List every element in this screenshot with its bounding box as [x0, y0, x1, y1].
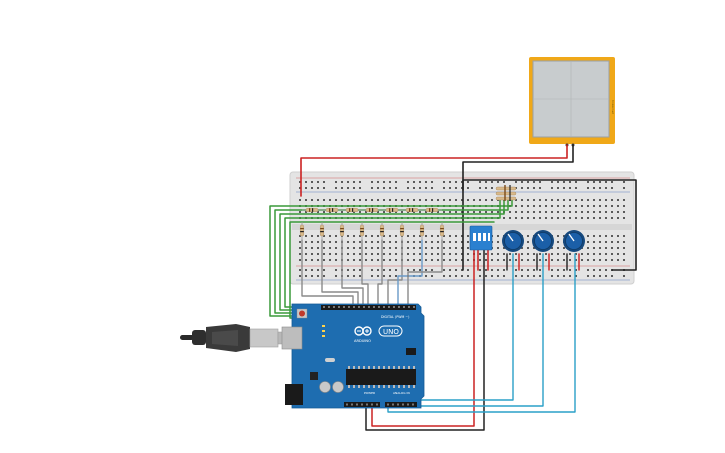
- atmega-chip: [346, 369, 416, 385]
- screen-side-label: tinkercad: [611, 100, 615, 114]
- analog-label: ANALOG IN: [393, 391, 410, 395]
- power-label: POWER: [364, 391, 375, 395]
- arduino-brand-text: ARDUINO: [354, 339, 371, 343]
- icsp-header: [406, 348, 416, 355]
- wire-gray-8[interactable]: [407, 239, 443, 307]
- wire-red-screen-power[interactable]: [300, 144, 568, 197]
- arduino-usb-port[interactable]: [281, 326, 303, 350]
- wire-gray-4[interactable]: [361, 239, 369, 307]
- potentiometer-icon: [507, 233, 514, 242]
- digital-pins[interactable]: [323, 306, 415, 308]
- reset-button[interactable]: [299, 310, 305, 317]
- dip-switch-toggle-2[interactable]: [478, 233, 481, 241]
- breadboard[interactable]: [289, 171, 635, 285]
- led-rx: [322, 335, 325, 337]
- usb-connector[interactable]: [249, 328, 279, 348]
- capacitor-2: [332, 381, 344, 393]
- resistor-v-7[interactable]: [420, 224, 425, 237]
- wire-gray-2[interactable]: [321, 239, 359, 307]
- wire-black-rail[interactable]: [462, 179, 637, 271]
- dip-switch-toggle-3[interactable]: [483, 233, 486, 241]
- digital-label: DIGITAL (PWM ~): [381, 315, 409, 319]
- potentiometer-icon: [568, 233, 575, 242]
- potentiometer-2[interactable]: [532, 230, 554, 252]
- arduino-logo: [354, 326, 372, 336]
- wire-gray-5[interactable]: [377, 239, 383, 307]
- resistor-v-2[interactable]: [320, 224, 325, 237]
- wire-green-4[interactable]: [269, 199, 513, 317]
- led-tx: [322, 330, 325, 332]
- resistor-v-4[interactable]: [360, 224, 365, 237]
- resistor-v-1[interactable]: [300, 224, 305, 237]
- screen-display[interactable]: tinkercad: [529, 57, 615, 147]
- potentiometer-1[interactable]: [502, 230, 524, 252]
- dip-switch-toggle-1[interactable]: [473, 233, 476, 241]
- wire-red-dip[interactable]: [371, 249, 475, 427]
- wire-gray-6[interactable]: [387, 239, 403, 307]
- potentiometer-icon: [537, 233, 544, 242]
- usb-cable-icon[interactable]: [180, 324, 295, 352]
- arduino-dc-jack[interactable]: [285, 384, 303, 405]
- potentiometer-3[interactable]: [563, 230, 585, 252]
- resistor-v-8[interactable]: [440, 224, 445, 237]
- dip-switch-toggle-4[interactable]: [488, 233, 490, 241]
- capacitor-1: [319, 381, 331, 393]
- wire-gray-7[interactable]: [397, 239, 423, 307]
- analog-header[interactable]: [385, 402, 417, 407]
- wire-black-screen-gnd[interactable]: [462, 144, 574, 271]
- wire-gray-1[interactable]: [301, 239, 354, 307]
- crystal: [325, 358, 335, 362]
- resistor-v-5[interactable]: [380, 224, 385, 237]
- wire-black-dip[interactable]: [365, 249, 485, 431]
- led-l: [322, 325, 325, 327]
- resistor-v-3[interactable]: [340, 224, 345, 237]
- arduino-uno-board[interactable]: DIGITAL (PWM ~) UNO ARDUINO POWER ANALOG…: [281, 303, 425, 409]
- resistor-v-6[interactable]: [400, 224, 405, 237]
- resistor-ladder[interactable]: [300, 207, 445, 240]
- voltage-regulator: [310, 372, 318, 380]
- resistor-stack[interactable]: [495, 185, 517, 201]
- wire-green-1[interactable]: [284, 199, 501, 308]
- dip-switch-icon[interactable]: [469, 225, 493, 251]
- wire-gray-3[interactable]: [341, 239, 364, 307]
- breadboard-divider: [292, 224, 632, 230]
- uno-logo-text: UNO: [383, 328, 399, 336]
